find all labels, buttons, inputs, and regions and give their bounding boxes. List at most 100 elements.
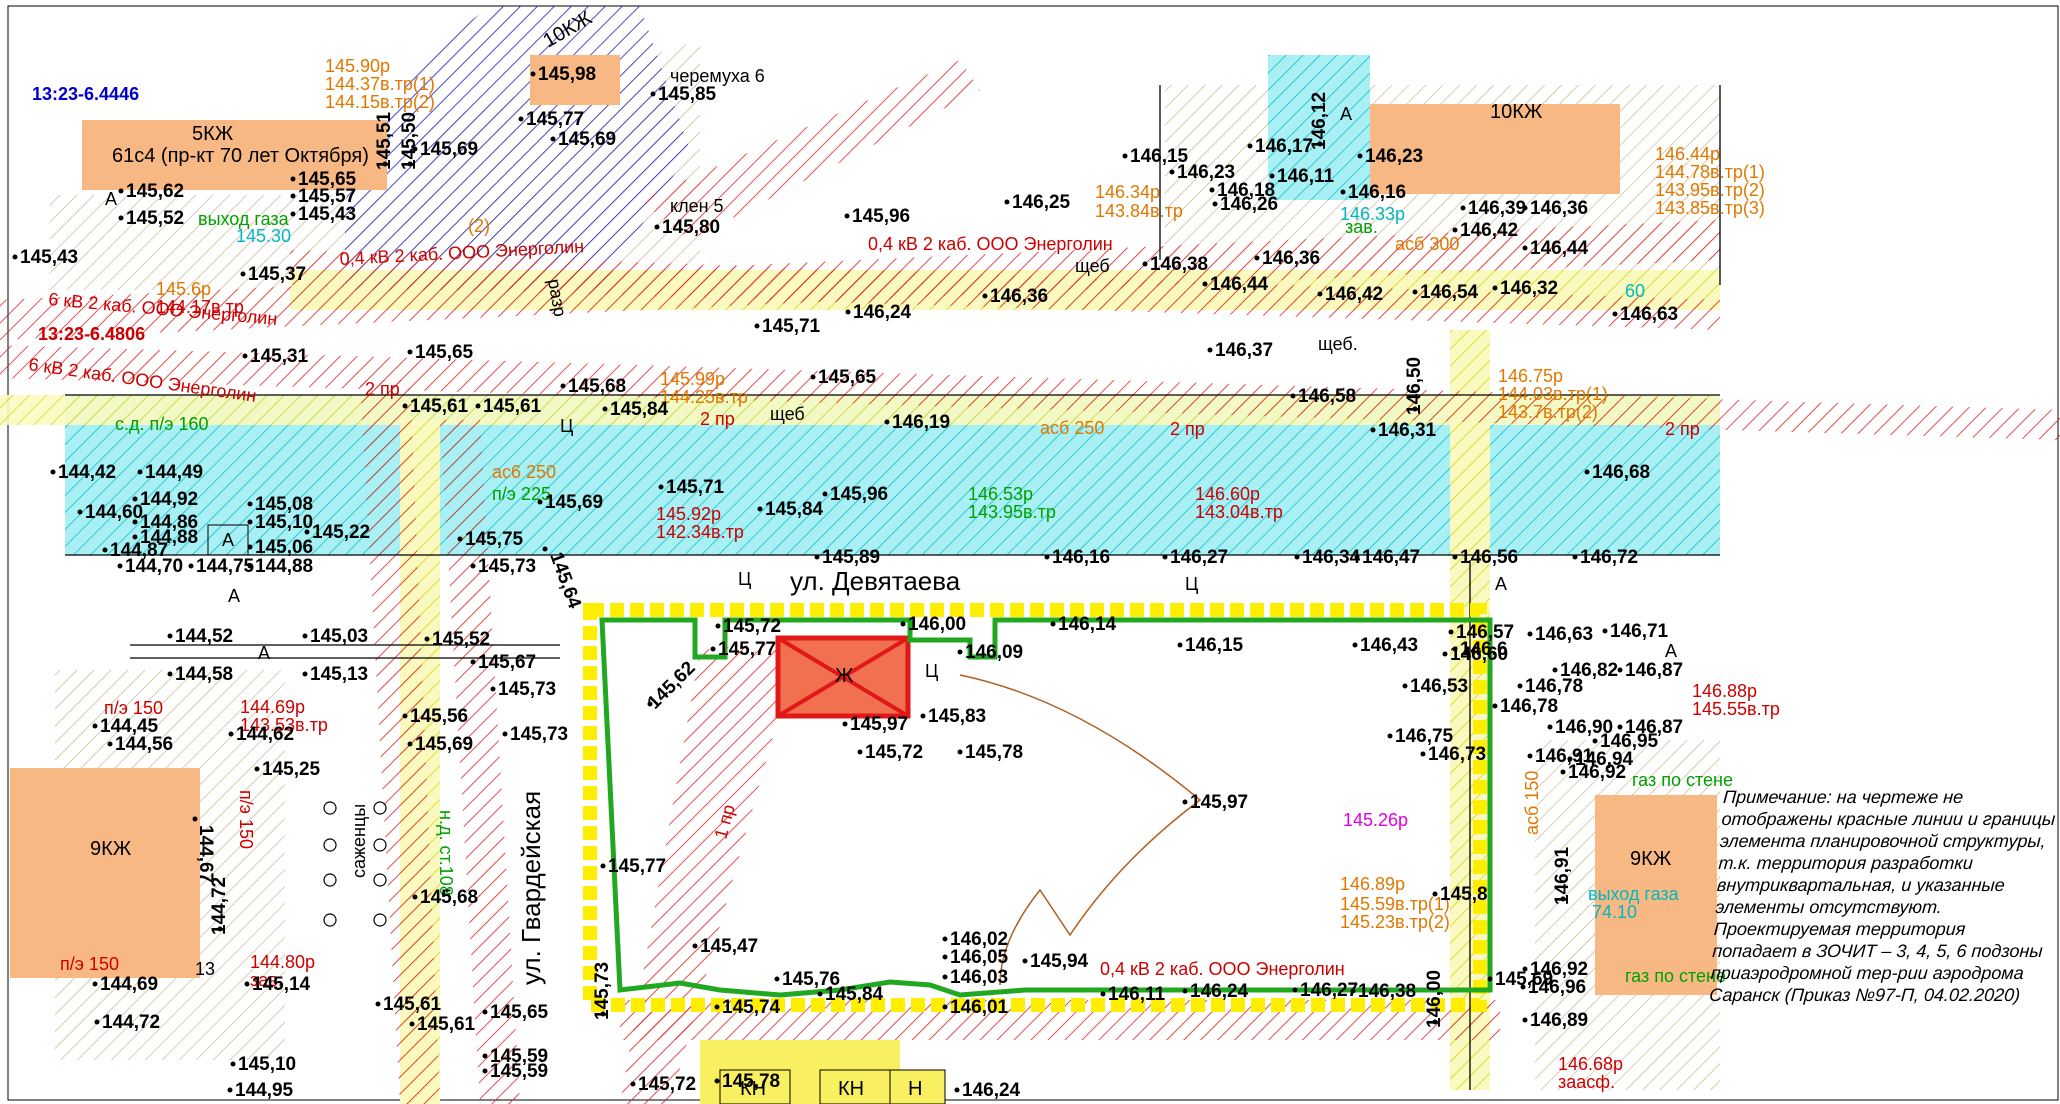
elevation-point xyxy=(1177,642,1183,648)
elevation-point xyxy=(302,671,308,677)
elevation-label: 144,86 xyxy=(140,512,198,533)
elevation-point xyxy=(1357,153,1363,159)
elevation-label: 145,84 xyxy=(765,499,824,520)
elevation-label: 146,27 xyxy=(1300,980,1358,1001)
svg-text:145.30: 145.30 xyxy=(236,226,291,246)
svg-text:145.92р: 145.92р xyxy=(656,504,721,524)
elevation-point xyxy=(290,176,296,182)
svg-text:146.44р: 146.44р xyxy=(1655,144,1720,164)
elevation-point xyxy=(254,766,260,772)
elevation-label: 145,08 xyxy=(255,494,313,515)
elevation-point xyxy=(900,621,906,627)
svg-text:144.78в.тр(1): 144.78в.тр(1) xyxy=(1655,162,1765,182)
elevation-point xyxy=(407,349,413,355)
elevation-point xyxy=(244,981,250,987)
elevation-point xyxy=(1452,554,1458,560)
svg-text:Ц: Ц xyxy=(1185,574,1198,594)
elevation-label: 145,97 xyxy=(1190,792,1248,813)
elevation-point xyxy=(402,403,408,409)
svg-text:146.89р: 146.89р xyxy=(1340,874,1405,894)
elevation-label: 146,57 xyxy=(1456,622,1514,643)
elevation-label: 146,63 xyxy=(1620,304,1678,325)
elevation-point xyxy=(714,1078,720,1084)
elevation-label: 146,23 xyxy=(1365,146,1423,167)
elevation-label: 146,37 xyxy=(1215,340,1273,361)
elevation-label: 144,62 xyxy=(236,724,294,745)
elevation-point xyxy=(475,403,481,409)
svg-text:асб 250: асб 250 xyxy=(1040,418,1104,438)
elevation-label: 146,89 xyxy=(1530,1010,1588,1031)
elevation-label: 146,53 xyxy=(1410,676,1468,697)
svg-text:заасф.: заасф. xyxy=(1558,1072,1615,1092)
svg-text:выход газа: выход газа xyxy=(1588,884,1680,904)
elevation-label: 145,65 xyxy=(415,342,474,363)
elevation-label: 146,92 xyxy=(1530,959,1588,980)
elevation-point xyxy=(247,544,253,550)
elevation-point xyxy=(1487,976,1493,982)
elevation-label: 145,85 xyxy=(658,84,717,105)
elevation-label: 145,61 xyxy=(483,396,542,417)
svg-text:144.03в.тр(1): 144.03в.тр(1) xyxy=(1498,384,1608,404)
map-frame xyxy=(7,5,2059,1101)
elevation-point xyxy=(290,211,296,217)
svg-text:черемуха 6: черемуха 6 xyxy=(670,66,765,86)
site-buffer xyxy=(583,603,1487,1012)
elevation-point xyxy=(50,469,56,475)
elevation-label: 145,71 xyxy=(666,477,725,498)
elevation-label: 145,72 xyxy=(638,1074,696,1095)
elevation-label: 145,52 xyxy=(432,629,490,650)
svg-text:145.6р: 145.6р xyxy=(156,279,211,299)
svg-text:146.68р: 146.68р xyxy=(1558,1054,1623,1074)
elevation-label: 146,01 xyxy=(950,997,1009,1018)
elevation-label: 145,80 xyxy=(662,217,720,238)
elevation-point xyxy=(1354,554,1360,560)
elevation-label: 144,88 xyxy=(255,556,313,577)
elevation-point xyxy=(1592,738,1598,744)
elevation-label: 145,72 xyxy=(865,742,923,763)
elevation-label: 146,75 xyxy=(1395,726,1454,747)
svg-text:144.69р: 144.69р xyxy=(240,697,305,717)
svg-text:А: А xyxy=(228,586,240,606)
svg-text:(2): (2) xyxy=(468,216,490,236)
elevation-label: 145,69 xyxy=(558,129,616,150)
elevation-label: 146,00 xyxy=(1424,970,1445,1028)
elevation-point xyxy=(1584,469,1590,475)
elevation-label: 145,43 xyxy=(20,247,78,268)
elevation-label: 145,72 xyxy=(723,616,781,637)
elevation-point xyxy=(957,749,963,755)
elevation-label: 144,42 xyxy=(58,462,116,483)
elevation-point xyxy=(407,741,413,747)
svg-text:А: А xyxy=(1495,574,1507,594)
elevation-label: 146,44 xyxy=(1530,238,1589,259)
elevation-point xyxy=(1387,733,1393,739)
building-9kzh-right-label: 9КЖ xyxy=(1630,848,1672,870)
elevation-point xyxy=(1522,205,1528,211)
elevation-point xyxy=(1207,347,1213,353)
elevation-point xyxy=(814,554,820,560)
elevation-point xyxy=(412,894,418,900)
elevation-label: 146,82 xyxy=(1560,660,1618,681)
building-10kzh xyxy=(1370,104,1620,194)
elevation-label: 145,68 xyxy=(568,376,626,397)
svg-text:13: 13 xyxy=(195,959,215,979)
elevation-point xyxy=(1527,631,1533,637)
elevation-point xyxy=(1209,187,1215,193)
elevation-point xyxy=(845,309,851,315)
elevation-point xyxy=(1432,891,1438,897)
elevation-point xyxy=(647,701,653,707)
elevation-label: 145,14 xyxy=(252,974,311,995)
elevation-point xyxy=(302,633,308,639)
elevation-label: 146,12 xyxy=(1309,92,1330,150)
elevation-point xyxy=(630,1081,636,1087)
svg-text:145.55в.тр: 145.55в.тр xyxy=(1692,699,1780,719)
elevation-point xyxy=(1572,554,1578,560)
elevation-point xyxy=(654,224,660,230)
elevation-label: 144,72 xyxy=(209,877,230,935)
svg-text:щеб.: щеб. xyxy=(1318,334,1358,354)
elevation-label: 145,69 xyxy=(415,734,473,755)
elevation-label: 145,96 xyxy=(852,206,910,227)
elevation-label: 145,65 xyxy=(298,169,357,190)
elevation-point xyxy=(1162,554,1168,560)
elevation-label: 146,60 xyxy=(1450,644,1508,665)
